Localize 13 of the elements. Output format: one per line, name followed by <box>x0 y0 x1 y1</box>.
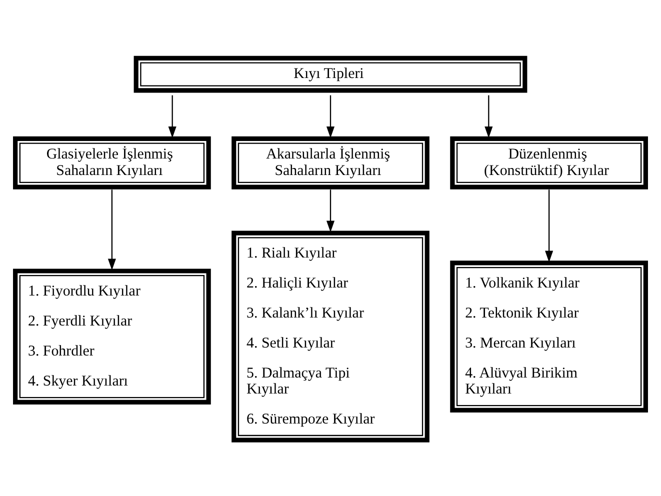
arrow <box>168 95 176 138</box>
node-box: Glasiyelerle İşlenmiş Sahaların Kıyıları <box>13 136 211 190</box>
node-box: Düzenlenmiş (Konstrüktif) Kıyılar <box>450 136 648 190</box>
arrow <box>484 95 493 138</box>
node-box: 1. Rialı Kıyılar 2. Haliçli Kıyılar 3. Kalank’lı Kıyılar 4. Setli Kıyılar 5. Dalmaçya Tipi Kıyılar 6. Sürempoze Kıyılar <box>232 230 430 442</box>
node-box: 1. Fiyordlu Kıyılar 2. Fyerdli Kıyılar 3. Fohrdler 4. Skyer Kıyıları <box>13 268 211 404</box>
node-box: 1. Volkanik Kıyılar 2. Tektonik Kıyılar 3. Mercan Kıyıları 4. Alüvyal Birikim Kıyıları <box>450 260 648 412</box>
arrow <box>326 95 335 138</box>
node-box: Akarsularla İşlenmiş Sahaların Kıyıları <box>232 136 430 190</box>
node-box: Kıyı Tipleri <box>134 56 528 93</box>
arrow <box>108 190 116 270</box>
arrow <box>326 190 335 232</box>
arrow <box>545 190 554 262</box>
